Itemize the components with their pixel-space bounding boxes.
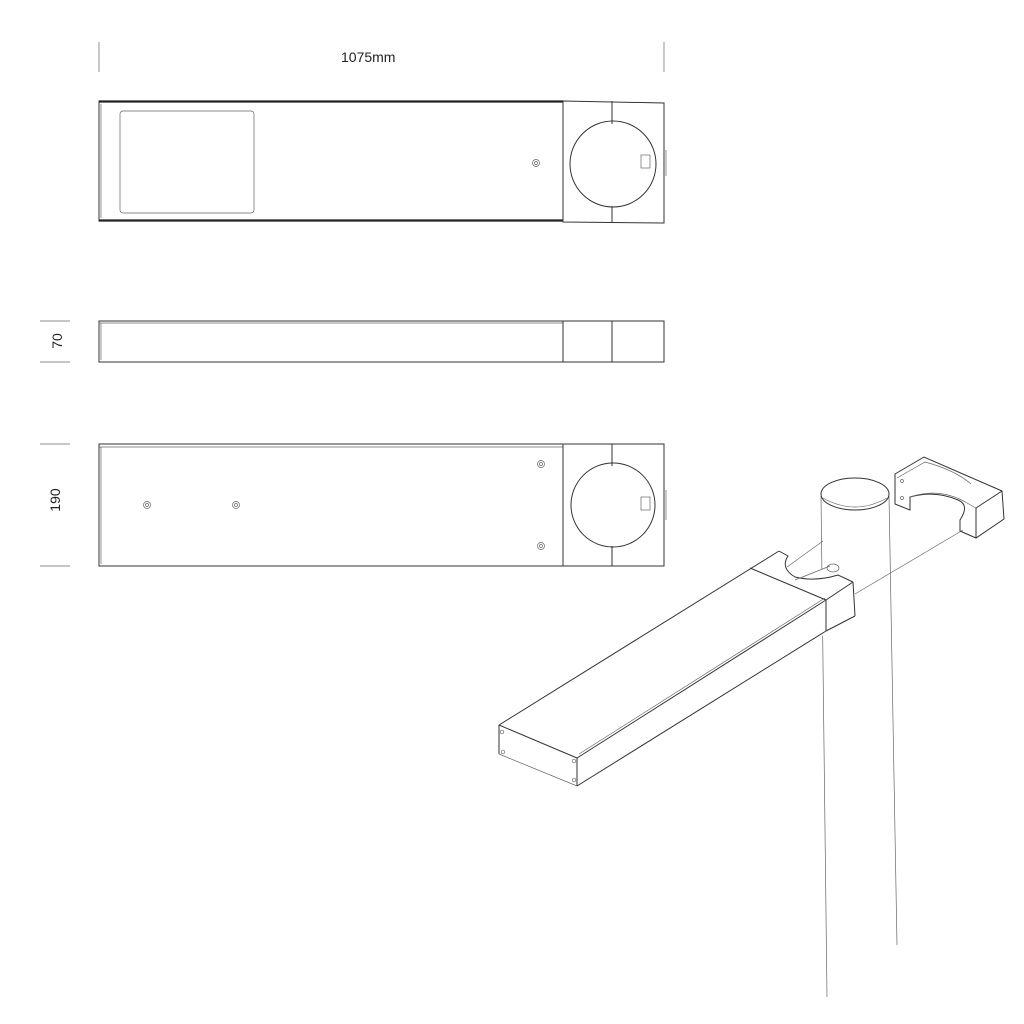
side-view <box>98 320 665 363</box>
screw-icon <box>537 542 545 550</box>
screw-icon <box>532 159 540 167</box>
pole-cutout <box>569 120 657 208</box>
height-dimension-lines <box>40 320 70 363</box>
light-body <box>498 550 856 787</box>
clamp-bracket <box>894 456 1005 539</box>
screw-icon <box>537 460 545 468</box>
length-dimension-label: 1075mm <box>341 49 396 65</box>
width-dimension-lines <box>40 443 70 567</box>
pole <box>820 477 898 998</box>
screw-icon <box>232 501 240 509</box>
top-view <box>98 100 667 224</box>
screw-icon <box>143 501 151 509</box>
bottom-view <box>98 443 667 567</box>
display-window <box>119 110 255 214</box>
isometric-view <box>498 456 1005 998</box>
length-dimension-lines <box>98 42 665 72</box>
